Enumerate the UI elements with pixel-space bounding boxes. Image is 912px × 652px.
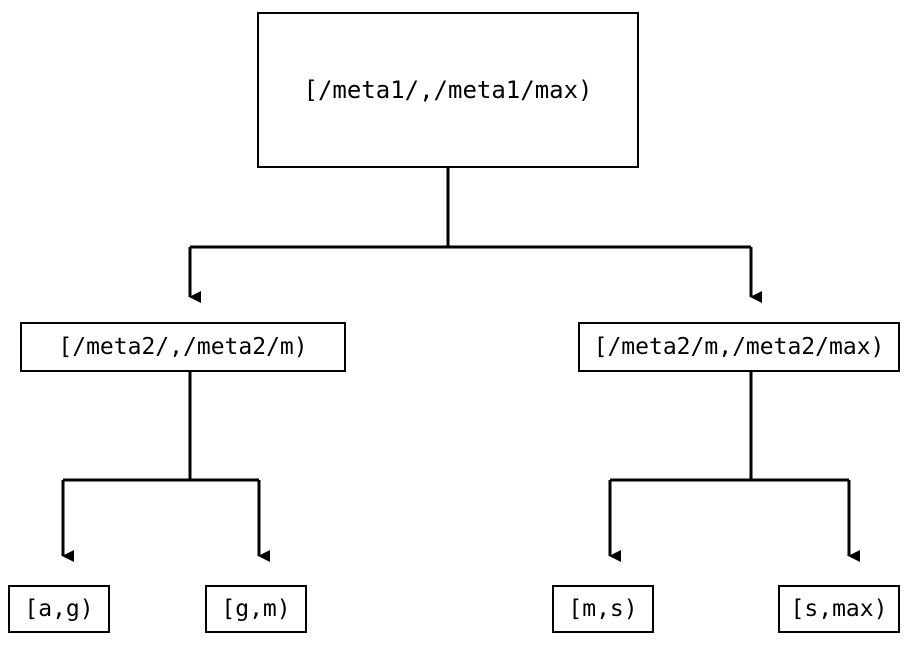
tree-node-leaf-m-s-label: [m,s) bbox=[568, 595, 638, 622]
tree-node-leaf-s-max-label: [s,max) bbox=[790, 595, 888, 622]
edge-mid-left-to-leaves bbox=[61, 372, 270, 562]
tree-node-mid-left[interactable]: [/meta2/,/meta2/m) bbox=[20, 322, 346, 372]
tree-node-leaf-a-g-label: [a,g) bbox=[24, 595, 94, 622]
tree-node-leaf-a-g[interactable]: [a,g) bbox=[8, 585, 110, 633]
tree-node-leaf-s-max[interactable]: [s,max) bbox=[778, 585, 900, 633]
tree-node-leaf-m-s[interactable]: [m,s) bbox=[552, 585, 654, 633]
tree-node-leaf-g-m-label: [g,m) bbox=[221, 595, 291, 622]
tree-node-root[interactable]: [/meta1/,/meta1/max) bbox=[257, 12, 639, 168]
edge-root-to-mid-level bbox=[188, 168, 762, 303]
tree-node-mid-right[interactable]: [/meta2/m,/meta2/max) bbox=[578, 322, 900, 372]
edge-mid-right-to-leaves bbox=[608, 372, 860, 562]
tree-node-mid-right-label: [/meta2/m,/meta2/max) bbox=[593, 333, 885, 360]
tree-node-mid-left-label: [/meta2/,/meta2/m) bbox=[58, 333, 308, 360]
tree-node-root-label: [/meta1/,/meta1/max) bbox=[303, 76, 593, 104]
tree-node-leaf-g-m[interactable]: [g,m) bbox=[205, 585, 307, 633]
